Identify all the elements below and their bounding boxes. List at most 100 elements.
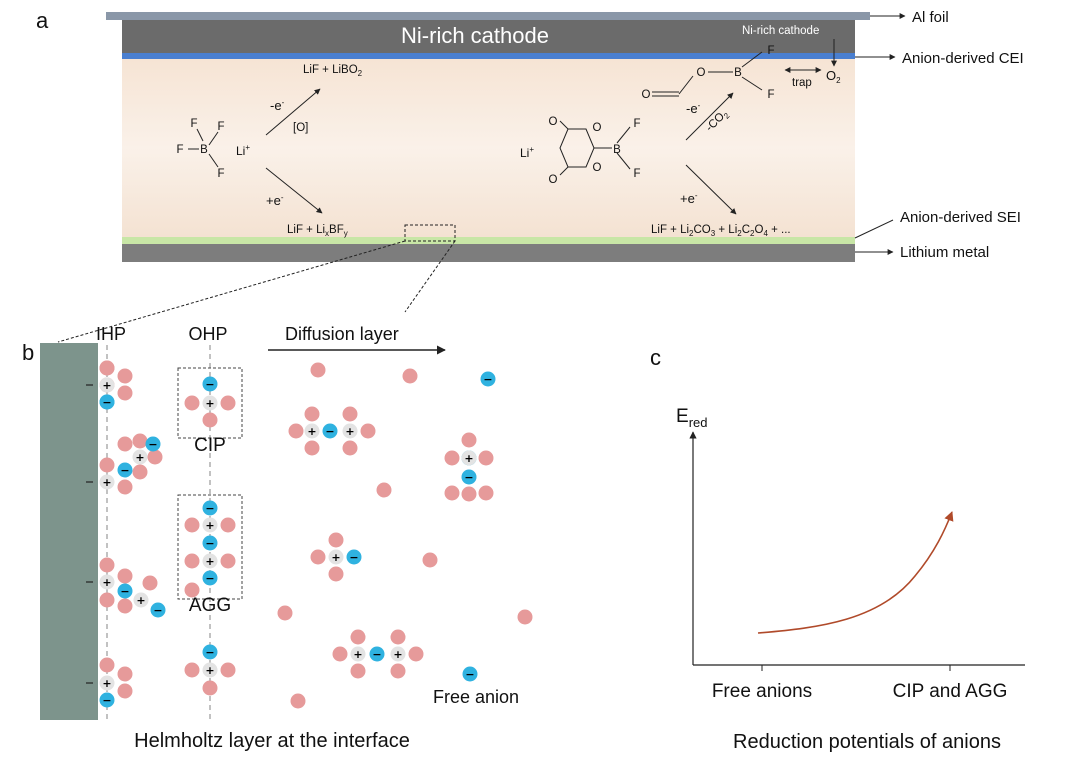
solvent-molecule: [328, 532, 344, 548]
anion: [117, 462, 133, 478]
x-tick-label: CIP and AGG: [893, 681, 1008, 702]
agg-label: AGG: [189, 595, 231, 616]
solvent-molecule: [117, 368, 133, 384]
dfob-oxidation-product: O O B F F: [642, 45, 775, 101]
li-ion: [99, 574, 115, 590]
charge-sign: +: [136, 594, 145, 607]
oxidation-label: -e-: [686, 101, 701, 116]
ohp-label: OHP: [188, 324, 227, 344]
li-ion: [99, 474, 115, 490]
lithium-layer: [122, 244, 855, 262]
solvent-molecule: [117, 436, 133, 452]
trap-label: trap: [792, 77, 812, 89]
battery-stack: [106, 12, 870, 262]
atom-f: F: [767, 89, 774, 101]
cathode-title: Ni-rich cathode: [401, 23, 549, 48]
solvent-molecule: [304, 440, 320, 456]
agg-box: [177, 494, 243, 600]
solvent-molecule: [350, 629, 366, 645]
charge-sign: +: [205, 664, 214, 677]
solvent-molecule: [304, 406, 320, 422]
x-tick-label: Free anions: [712, 681, 812, 702]
panel-c-caption: Reduction potentials of anions: [733, 731, 1001, 753]
charge-sign: +: [331, 551, 340, 564]
oxygen-condition: [O]: [293, 122, 308, 134]
solvent-molecule: [408, 646, 424, 662]
atom-o: O: [549, 174, 558, 186]
li-ion: [99, 377, 115, 393]
solvent-molecule: [277, 605, 293, 621]
ion-particles: −+−+−−++−+−+−−+−+−+−−+−+−+−++−+−+−+−: [99, 360, 533, 709]
li-ion: [461, 450, 477, 466]
solvent-molecule: [99, 557, 115, 573]
charge-sign: +: [205, 397, 214, 410]
charge-sign: +: [102, 677, 111, 690]
solvent-molecule: [142, 575, 158, 591]
charge-sign: +: [205, 555, 214, 568]
solvent-molecule: [478, 450, 494, 466]
atom-b: B: [734, 67, 742, 79]
atom-o: O: [593, 162, 602, 174]
solvent-molecule: [342, 406, 358, 422]
solvent-molecule: [390, 629, 406, 645]
solvent-molecule: [99, 457, 115, 473]
solvent-molecule: [147, 449, 163, 465]
oxidation-product: LiF + LiBO2: [303, 64, 363, 78]
solvent-molecule: [350, 663, 366, 679]
charge-sign: −: [205, 502, 214, 515]
li-ion: [202, 517, 218, 533]
charge-sign: +: [135, 451, 144, 464]
solvent-molecule: [220, 517, 236, 533]
anion: [462, 666, 478, 682]
cip-box: [177, 367, 243, 439]
li-ion: [202, 395, 218, 411]
free-anion-label: Free anion: [433, 687, 519, 707]
solvent-molecule: [99, 657, 115, 673]
solvent-molecule: [444, 450, 460, 466]
solvent-molecule: [290, 693, 306, 709]
charge-sign: −: [205, 378, 214, 391]
li-ion: [390, 646, 406, 662]
atom-o: O: [697, 67, 706, 79]
solvent-molecule: [117, 385, 133, 401]
charge-sign: −: [120, 585, 129, 598]
solvent-molecule: [220, 553, 236, 569]
solvent-molecule: [99, 592, 115, 608]
li-ion: [342, 423, 358, 439]
li-ion: [202, 553, 218, 569]
atom-o: O: [549, 116, 558, 128]
panel-b-label: b: [22, 340, 34, 365]
solvent-molecule: [328, 566, 344, 582]
solvent-molecule: [310, 362, 326, 378]
solvent-molecule: [132, 433, 148, 449]
solvent-molecule: [478, 485, 494, 501]
anion: [202, 376, 218, 392]
solvent-molecule: [117, 479, 133, 495]
solvent-molecule: [461, 432, 477, 448]
charge-sign: +: [102, 476, 111, 489]
charge-sign: −: [148, 438, 157, 451]
charge-sign: −: [205, 646, 214, 659]
anion: [99, 394, 115, 410]
li-ion: [133, 592, 149, 608]
panel-c-label: c: [650, 345, 661, 370]
solvent-molecule: [310, 549, 326, 565]
anion: [202, 570, 218, 586]
charge-sign: +: [353, 648, 362, 661]
charge-sign: −: [325, 425, 334, 438]
cei-layer: [122, 53, 855, 59]
charge-sign: −: [483, 373, 492, 386]
left-oxidation-path: -e- [O] LiF + LiBO2: [265, 64, 363, 136]
solvent-molecule: [117, 666, 133, 682]
charge-sign: +: [205, 519, 214, 532]
o2-label: O2: [826, 68, 841, 85]
atom-f: F: [217, 168, 224, 180]
oxidation-label: -e-: [270, 98, 285, 113]
li-ion: [99, 675, 115, 691]
charge-sign: +: [102, 379, 111, 392]
charge-sign: −: [102, 694, 111, 707]
solvent-molecule: [461, 486, 477, 502]
charge-sign: +: [393, 648, 402, 661]
charge-sign: +: [102, 576, 111, 589]
solvent-molecule: [220, 662, 236, 678]
